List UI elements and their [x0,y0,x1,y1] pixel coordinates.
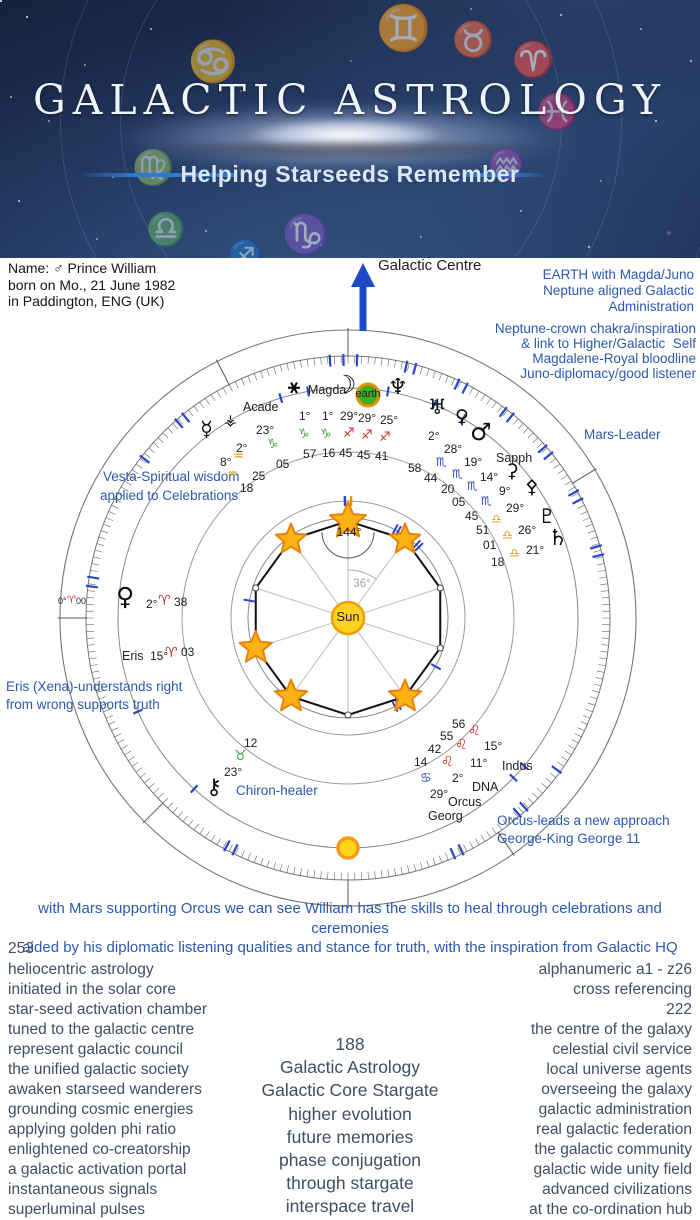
star-marker [387,678,423,712]
keyword-line: future memories [286,1126,414,1147]
hero-banner: ♋ ♊ ♉ ♈ ♓ ♒ ♍ ♎ ♑ ♐ GALACTIC ASTROLOGY Helping St… [0,0,700,258]
keyword-line: galactic administration [538,1101,692,1118]
keyword-line: alphanumeric a1 - z26 [538,961,692,978]
keyword-line: higher evolution [288,1103,412,1124]
keyword-line: the unified galactic society [8,1061,189,1078]
numerology-left-number: 253 [8,940,34,957]
keyword-line: real galactic federation [536,1121,692,1138]
keywords-left-column: heliocentric astrology initiated in the s… [8,960,207,1220]
birth-name-line: Name: ♂ Prince William [8,260,157,276]
keyword-line: tuned to the galactic centre [8,1021,195,1038]
keyword-line: at the co-ordination hub [529,1201,692,1218]
star-marker [388,522,422,554]
keyword-line: overseeing the galaxy [541,1081,692,1098]
keyword-line: the galactic community [534,1141,692,1158]
keyword-line: instantaneous signals [8,1181,158,1198]
keyword-line: Galactic Core Stargate [261,1080,439,1101]
keyword-line: star-seed activation chamber [8,1001,208,1018]
keyword-line: interspace travel [285,1196,415,1217]
galactic-centre-arrow [351,263,375,331]
star-marker [274,522,308,554]
house-cusp-lines [58,328,597,908]
star-marker [328,501,368,538]
page-title: GALACTIC ASTROLOGY [33,76,667,124]
keyword-line: Galactic Astrology [279,1057,421,1078]
birth-info: Name: ♂ Prince William born on Mo., 21 J… [8,260,175,310]
zodiac-glyph-decoration: ♐ [228,238,263,258]
page-subtitle: Helping Starseeds Remember [180,161,520,187]
interpretation-paragraph: with Mars supporting Orcus we can see Wi… [0,899,700,958]
keyword-line: awaken starseed wanderers [8,1081,202,1098]
earth-disc [355,382,381,408]
star-vertices [238,501,423,712]
interpretation-line1: with Mars supporting Orcus we can see Wi… [38,900,662,937]
star-field [0,0,2,2]
keyword-line: 222 [666,1001,692,1018]
star-marker [238,630,273,663]
plain-vertices [252,584,444,719]
keyword-line: phase conjugation [278,1150,422,1171]
astrology-chart-wheel [58,263,637,908]
star-marker [273,678,309,712]
zodiac-glyph-decoration: ♒ [488,148,526,183]
decagon-interior-angle-arc [321,531,375,559]
keywords-right-column: alphanumeric a1 - z26 cross referencing 22… [529,960,692,1220]
interpretation-line2: aided by his diplomatic listening qualit… [22,939,678,956]
subtitle-line-left [78,173,236,177]
zodiac-glyph-decoration: ♍ [132,148,175,188]
zodiac-glyph-decoration: ♎ [146,210,186,248]
keyword-line: the centre of the galaxy [530,1021,692,1038]
keyword-line: galactic wide unity field [533,1161,692,1178]
birth-date-line: born on Mo., 21 June 1982 [8,276,176,293]
zodiac-glyph-decoration: ♑ [282,212,330,256]
planet-position-markers [85,354,605,860]
birth-place-line: in Paddington, ENG (UK) [8,293,165,309]
keyword-line: initiated in the solar core [8,981,177,998]
keyword-line: superluminal pulses [8,1201,145,1218]
sun-position-dot [336,836,360,860]
keyword-line: 188 [335,1034,365,1054]
subtitle-line-right [462,173,548,177]
zodiac-glyph-decoration: ♓ [536,92,579,132]
zodiac-glyph-decoration: ♈ [512,40,555,80]
keyword-line: heliocentric astrology [8,961,154,978]
zodiac-glyph-decoration: ♊ [376,3,431,54]
keyword-line: cross referencing [573,981,692,998]
decagon-spokes [252,518,444,718]
zodiac-glyph-decoration: ♋ [188,39,238,85]
keyword-line: celestial civil service [552,1041,692,1058]
keyword-line: enlightened co-creatorship [8,1141,191,1158]
galaxy-dust-lane [90,136,610,162]
keyword-line: applying golden phi ratio [8,1121,177,1138]
zodiac-glyph-decoration: ♉ [452,20,495,60]
keyword-line: local universe agents [546,1061,692,1078]
sector-angle-arc [347,569,377,580]
keyword-line: grounding cosmic energies [8,1101,194,1118]
keyword-line: a galactic activation portal [8,1161,187,1178]
sun-disc [330,600,366,636]
keyword-line: represent galactic council [8,1041,183,1058]
keyword-line: advanced civilizations [542,1181,692,1198]
keyword-line: through stargate [286,1173,414,1194]
